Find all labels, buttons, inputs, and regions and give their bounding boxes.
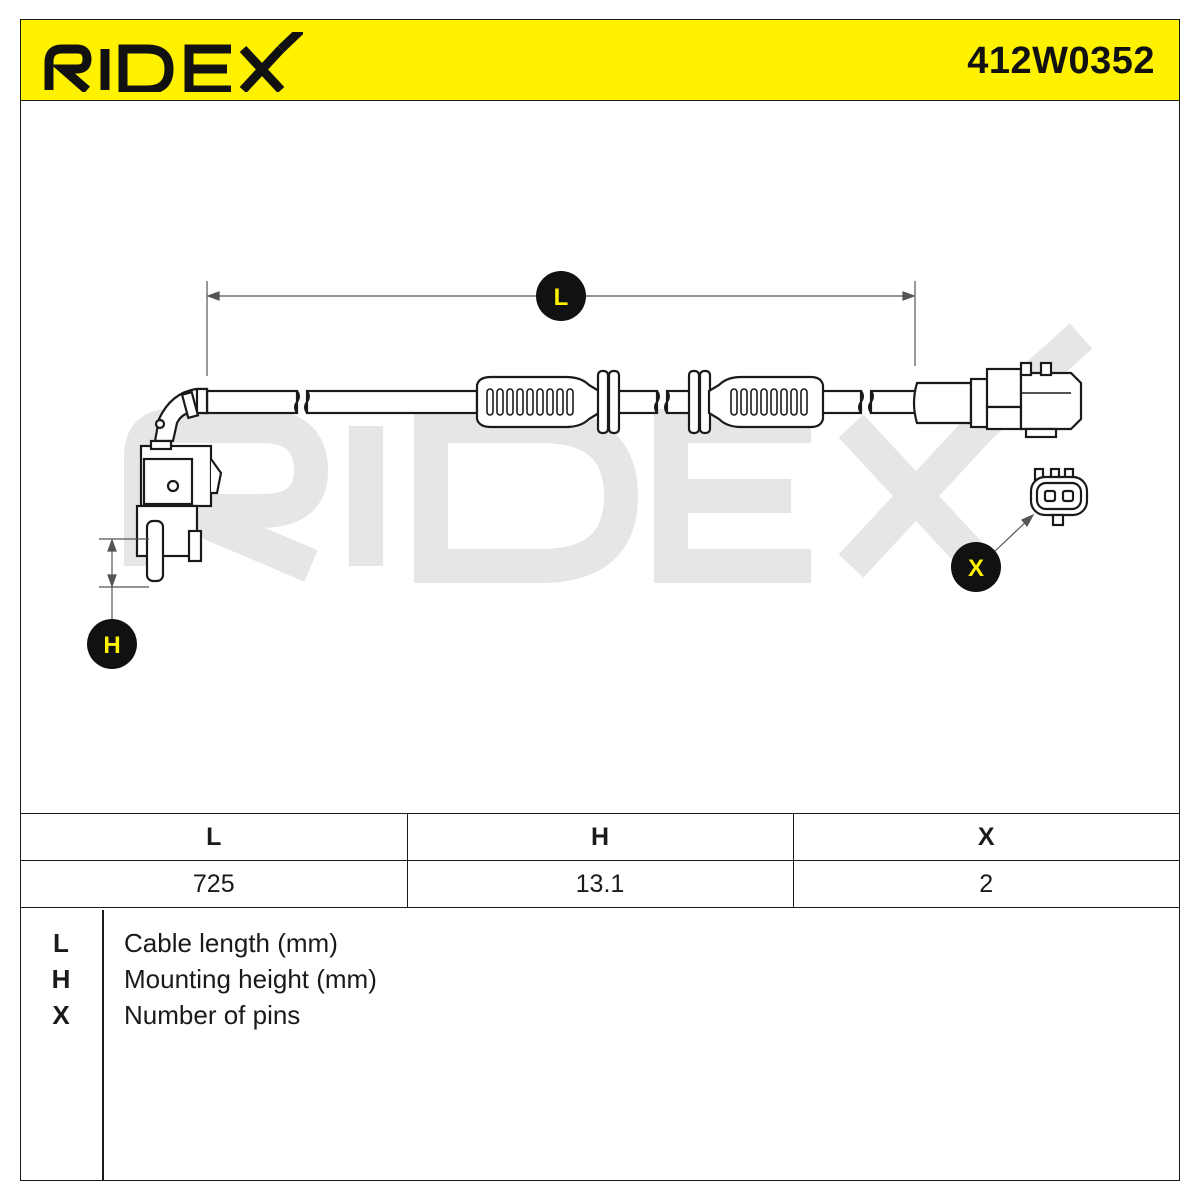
spec-sheet: 412W0352 L: [20, 19, 1180, 1181]
callout-h: H: [87, 619, 137, 669]
table-header-row: L H X: [21, 813, 1179, 861]
legend-divider: [102, 910, 104, 1180]
height-dimension: [99, 538, 149, 631]
table-row: 725 13.1 2: [21, 860, 1179, 908]
legend-text: Cable length (mm): [124, 928, 338, 958]
table-header-x: X: [793, 813, 1179, 861]
table-header-l: L: [21, 813, 408, 861]
value-cable-length: 725: [21, 860, 408, 908]
value-mounting-height: 13.1: [407, 860, 794, 908]
plug-connector: [912, 361, 1083, 439]
connector-pin-face: [1029, 467, 1089, 527]
header-bar: 412W0352: [21, 20, 1179, 101]
part-number: 412W0352: [967, 40, 1155, 82]
legend-item: H Mounting height (mm): [21, 964, 1179, 1000]
legend: L Cable length (mm) H Mounting height (m…: [21, 910, 1179, 1180]
legend-text: Mounting height (mm): [124, 964, 377, 994]
ridex-logo: [44, 32, 303, 92]
cable-grommet-left: [475, 369, 621, 435]
svg-text:H: H: [103, 632, 120, 659]
ridex-watermark: [124, 323, 1093, 583]
legend-text: Number of pins: [124, 1000, 301, 1030]
dimension-table: L H X 725 13.1 2: [21, 813, 1179, 908]
callout-x: X: [951, 542, 1001, 592]
value-number-of-pins: 2: [793, 860, 1179, 908]
cable-grommet-right: [687, 369, 825, 435]
legend-item: L Cable length (mm): [21, 928, 1179, 964]
sensor-drawing: L: [87, 271, 1093, 669]
svg-text:L: L: [554, 284, 569, 311]
legend-item: X Number of pins: [21, 1000, 1179, 1036]
callout-l: L: [536, 271, 586, 321]
table-header-h: H: [407, 813, 794, 861]
sensor-head: [135, 387, 223, 583]
svg-text:X: X: [968, 555, 984, 582]
legend-key: H: [51, 964, 71, 994]
legend-key: L: [53, 928, 69, 958]
legend-key: X: [52, 1000, 70, 1030]
technical-drawing: L: [21, 101, 1179, 813]
pins-pointer: [992, 513, 1035, 554]
